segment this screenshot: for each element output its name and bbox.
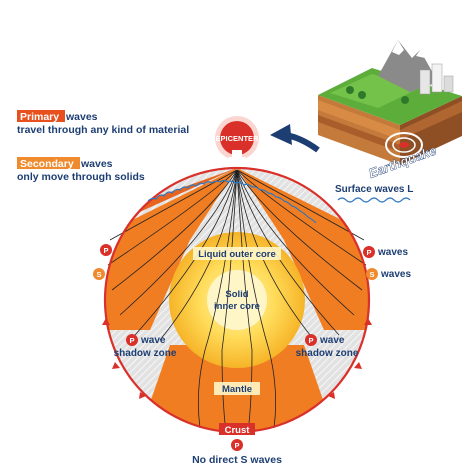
liquid-outer-core-label: Liquid outer core — [198, 249, 276, 260]
bottom-s-marker-icon: P — [231, 439, 243, 451]
legend-secondary: Secondary waves only move through solids — [17, 157, 145, 183]
s-marker-glyph-left: S — [96, 270, 101, 279]
left-shadow-line2: shadow zone — [114, 348, 177, 359]
left-shadow-line1: wave — [140, 335, 166, 346]
legend-primary: Primary waves travel through any kind of… — [17, 110, 189, 136]
shadow-p-glyph-left: P — [129, 336, 134, 345]
secondary-description: only move through solids — [17, 171, 145, 183]
p-waves-label: waves — [377, 247, 408, 258]
no-direct-s-waves-label: No direct S waves — [192, 454, 282, 466]
mantle-label: Mantle — [222, 384, 252, 395]
s-marker-icon: S — [366, 268, 378, 280]
epicenter-icon — [215, 116, 259, 167]
circle-arrow-ticks — [102, 318, 372, 399]
left-s-marker-icon: S — [93, 268, 105, 280]
inner-core — [207, 270, 267, 330]
epicenter-label: EPICENTER — [216, 134, 260, 143]
p-marker-glyph-right: P — [366, 248, 371, 257]
terrain-block-icon — [318, 40, 462, 165]
secondary-rest: waves — [80, 158, 113, 170]
solid-inner-core-label-2: inner core — [214, 301, 260, 312]
right-shadow-line1: wave — [319, 335, 345, 346]
earth-cross-section — [102, 166, 372, 434]
right-shadow-line2: shadow zone — [296, 348, 359, 359]
primary-highlight-box — [17, 110, 65, 122]
secondary-highlight-box — [17, 157, 80, 169]
p-marker-glyph-left: P — [103, 246, 108, 255]
primary-description: travel through any kind of material — [17, 124, 189, 136]
surface-wave-icon — [337, 197, 411, 203]
p-marker-icon: P — [363, 246, 375, 258]
primary-rest: waves — [65, 111, 98, 123]
surface-waves-label: Surface waves L — [335, 184, 413, 195]
left-p-marker-icon: P — [100, 244, 112, 256]
arrow-icon — [270, 124, 320, 153]
s-marker-glyph-right: S — [369, 270, 374, 279]
s-waves-label: waves — [380, 269, 411, 280]
surface-wave-trace — [147, 179, 317, 224]
shadow-p-glyph-right: P — [308, 336, 313, 345]
crust-label: Crust — [225, 425, 251, 436]
solid-inner-core-label-1: Solid — [225, 289, 248, 300]
bottom-p-glyph: P — [234, 441, 239, 450]
left-shadow-zone-label: P wave shadow zone — [114, 334, 177, 359]
secondary-highlight: Secondary — [20, 158, 74, 170]
primary-highlight: Primary — [20, 111, 59, 123]
crust-label-bg — [219, 423, 255, 435]
mantle-label-bg — [214, 382, 260, 395]
outer-core-label-bg — [193, 247, 281, 260]
right-shadow-zone-label: P wave shadow zone — [296, 334, 359, 359]
seismic-rays — [107, 169, 367, 433]
